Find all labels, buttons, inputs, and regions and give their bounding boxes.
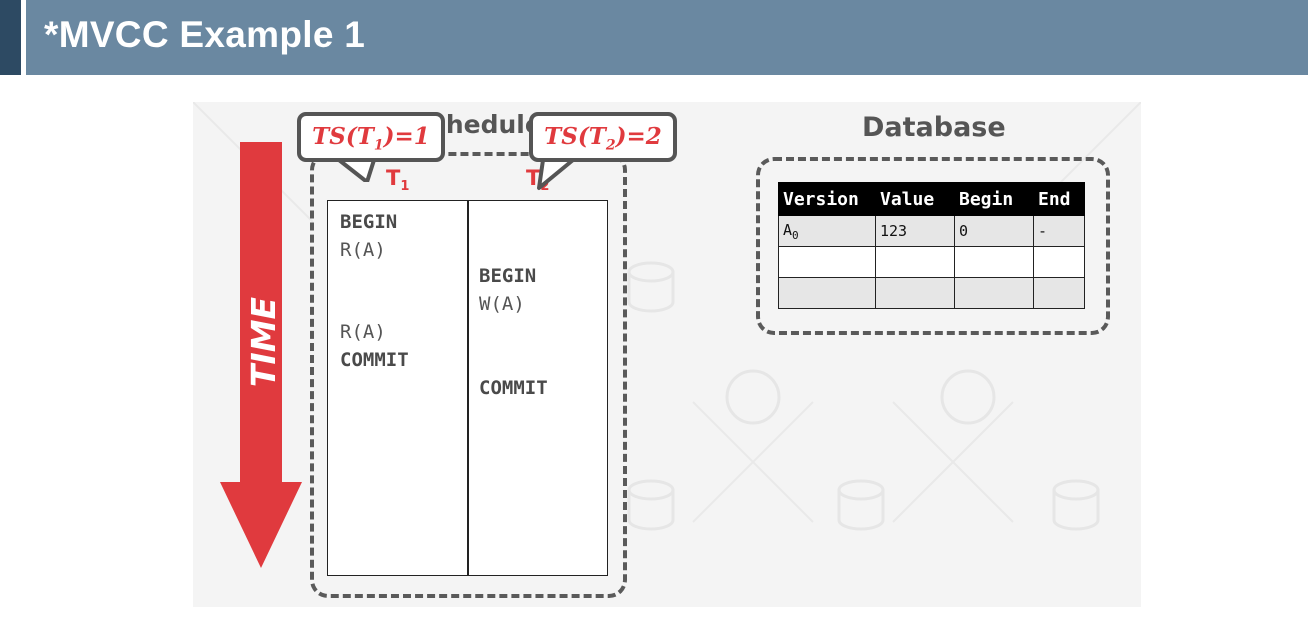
t2-op-begin: BEGIN xyxy=(479,265,537,287)
version-cell xyxy=(778,277,876,309)
value-cell xyxy=(875,246,955,278)
table-row xyxy=(778,246,1085,278)
slide-content: TIME Schedule T1 T2 BEGIN R(A) R(A) COMM… xyxy=(193,102,1141,607)
t1-op-read: R(A) xyxy=(340,239,386,261)
table-row xyxy=(778,277,1085,309)
column-header: Begin xyxy=(954,182,1034,216)
version-table-header: Version Value Begin End xyxy=(778,182,1085,216)
t1-op-commit: COMMIT xyxy=(340,349,409,371)
end-cell: - xyxy=(1033,215,1085,247)
time-label: TIME xyxy=(244,296,283,387)
ts1-callout: TS(T1)=1 xyxy=(297,112,445,162)
background-pattern xyxy=(193,102,1141,531)
database-box xyxy=(756,157,1110,335)
time-arrow: TIME xyxy=(220,142,302,568)
txn-label-t1: T1 xyxy=(386,166,410,195)
value-cell: 123 xyxy=(875,215,955,247)
time-arrow-shape xyxy=(220,142,302,568)
header-accent-bar xyxy=(0,0,21,75)
begin-cell xyxy=(954,246,1034,278)
slide-header xyxy=(0,0,1308,75)
end-cell xyxy=(1033,246,1085,278)
header-gap xyxy=(21,0,26,75)
value-cell xyxy=(875,277,955,309)
slide-title: *MVCC Example 1 xyxy=(44,14,366,55)
begin-cell xyxy=(954,277,1034,309)
end-cell xyxy=(1033,277,1085,309)
t2-op-write: W(A) xyxy=(479,293,525,315)
column-header: Version xyxy=(778,182,876,216)
begin-cell: 0 xyxy=(954,215,1034,247)
database-title: Database xyxy=(862,112,1006,143)
table-row: A0 123 0 - xyxy=(778,215,1085,247)
schedule-table: BEGIN R(A) R(A) COMMIT BEGIN W(A) COMMIT xyxy=(327,200,608,576)
t2-op-commit: COMMIT xyxy=(479,377,548,399)
column-header: Value xyxy=(875,182,955,216)
version-table: Version Value Begin End A0 123 0 - xyxy=(778,182,1085,309)
schedule-column-divider xyxy=(467,201,469,575)
version-cell: A0 xyxy=(778,215,876,247)
t1-op-begin: BEGIN xyxy=(340,211,398,233)
ts2-callout: TS(T2)=2 xyxy=(529,112,677,162)
schedule-box xyxy=(310,152,627,598)
t1-op-read: R(A) xyxy=(340,321,386,343)
txn-label-t2: T2 xyxy=(526,166,550,195)
column-header: End xyxy=(1033,182,1085,216)
version-cell xyxy=(778,246,876,278)
